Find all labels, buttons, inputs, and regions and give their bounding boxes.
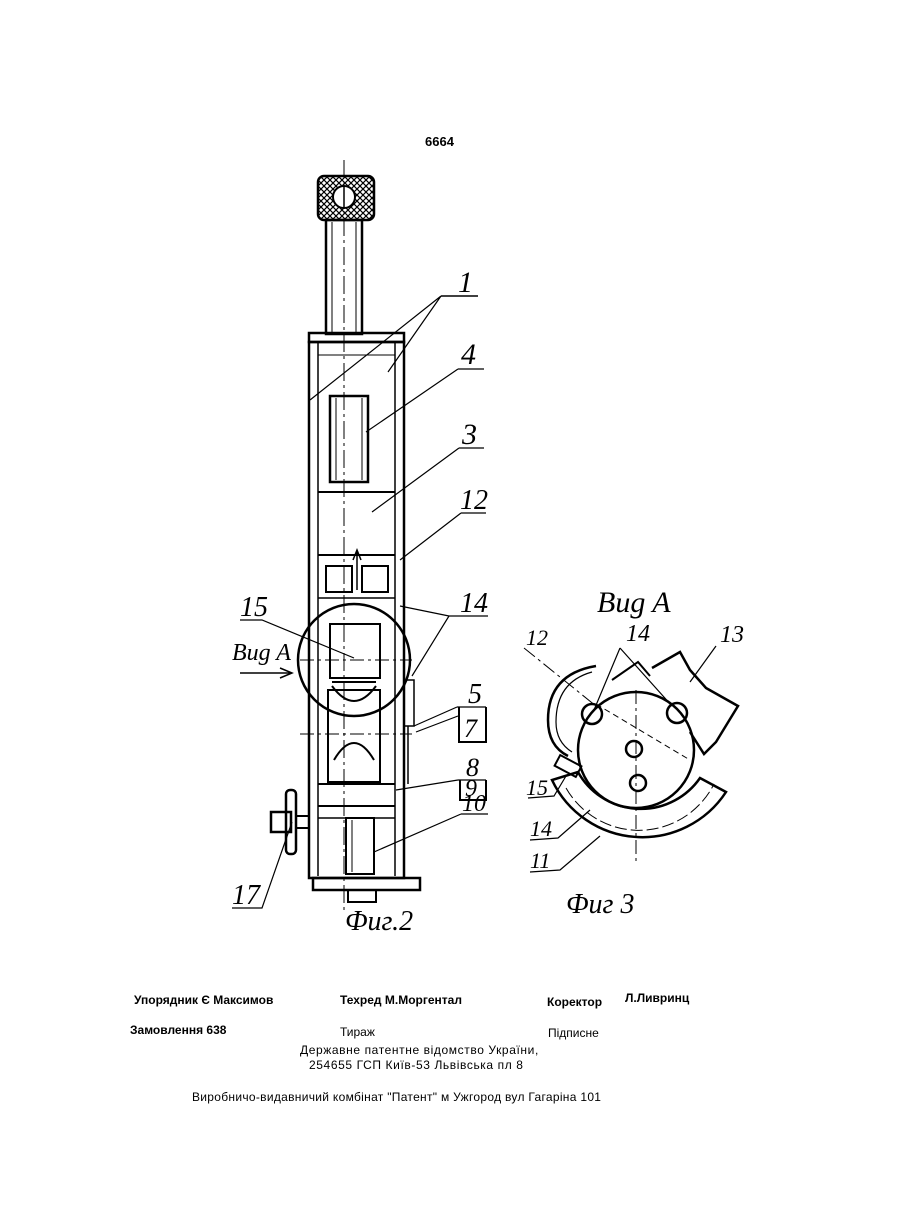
fig3-drawing: [524, 646, 738, 872]
fig3-label: 14: [626, 621, 650, 647]
fig2-label: 12: [460, 485, 488, 516]
fig2-label: 14: [460, 588, 488, 619]
fig3-label: 14: [530, 816, 552, 841]
fig2-label: 7: [464, 714, 478, 743]
circulation-label: Тираж: [340, 1025, 375, 1039]
fig3-label: 12: [526, 625, 548, 650]
fig3-label: 13: [720, 622, 744, 648]
fig2-label: 17: [232, 880, 261, 911]
technical-drawing: 1 4 3 12 15 14 5 7 8 9 10 17 Виg A Фиг.2: [0, 0, 900, 960]
fig2-label: 1: [458, 266, 473, 299]
corrector-name: Л.Ливринц: [625, 991, 689, 1005]
fig3-label: 11: [530, 848, 550, 873]
fig2-label: 3: [461, 418, 477, 451]
fig2-label: 15: [240, 592, 268, 623]
tech-editor-credit: Техред М.Моргентал: [340, 993, 462, 1007]
fig2-view-label: Виg A: [232, 640, 291, 666]
order-number: Замовлення 638: [130, 1023, 226, 1037]
patent-office-address: 254655 ГСП Київ-53 Львівська пл 8: [309, 1058, 524, 1072]
fig3-caption: Фиг 3: [566, 889, 634, 920]
fig3-label: 15: [526, 775, 548, 800]
corrector-label: Коректор: [547, 995, 602, 1009]
subscription-label: Підписне: [548, 1026, 599, 1040]
fig2-label: 5: [468, 679, 482, 710]
fig3-title: Виg A: [597, 586, 671, 619]
fig2-label: 10: [462, 791, 486, 817]
compiler-credit: Упорядник Є Максимов: [134, 993, 273, 1007]
patent-office: Державне патентне відомство України,: [300, 1043, 539, 1057]
fig2-drawing: [232, 160, 488, 910]
fig2-caption: Фиг.2: [345, 906, 413, 937]
printing-plant: Виробничо-видавничий комбінат "Патент" м…: [192, 1090, 601, 1104]
fig2-label: 4: [461, 338, 476, 371]
